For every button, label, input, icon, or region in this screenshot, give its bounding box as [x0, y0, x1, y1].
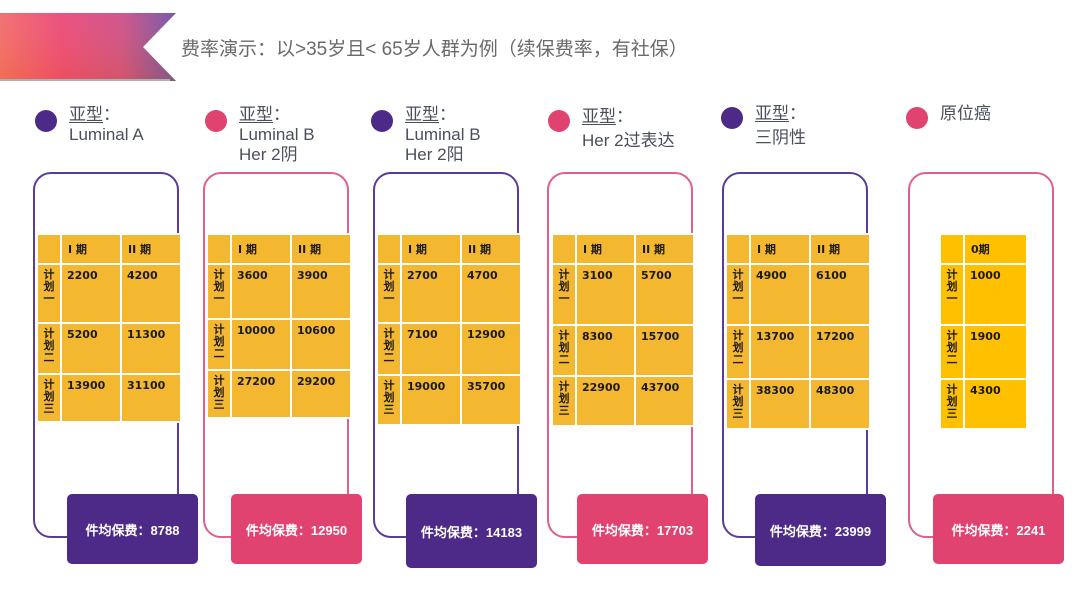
decorative-ribbon — [0, 13, 176, 81]
legend-line: Luminal A — [69, 125, 144, 144]
legend-her2-overexpression: 亚型： Her 2过表达 — [548, 105, 675, 153]
average-premium-luminal-a: 件均保费：8788 — [67, 494, 198, 564]
legend-line: Her 2阳 — [405, 145, 464, 164]
legend-luminal-b-her2-neg: 亚型： Luminal B Her 2阴 — [205, 105, 315, 165]
legend-heading: 原位癌 — [940, 104, 991, 123]
purple-dot-icon — [721, 107, 743, 129]
legend-heading: 亚型 — [405, 105, 439, 124]
legend-luminal-b-her2-pos: 亚型： Luminal B Her 2阳 — [371, 105, 481, 165]
average-premium-luminal-b-her2-pos: 件均保费：14183 — [406, 494, 537, 568]
legend-heading: 亚型 — [69, 105, 103, 124]
legend-line: Her 2阴 — [239, 145, 298, 164]
legend-heading: 亚型 — [582, 107, 616, 126]
pink-dot-icon — [906, 107, 928, 129]
legend-line: Her 2过表达 — [582, 131, 675, 150]
legend-triple-negative: 亚型： 三阴性 — [721, 102, 806, 150]
legend-line: Luminal B — [239, 125, 315, 144]
table-header-row: 0期 — [941, 235, 1026, 263]
average-premium-triple-negative: 件均保费：23999 — [755, 494, 886, 566]
legend-heading: 亚型 — [755, 104, 789, 123]
average-premium-luminal-b-her2-neg: 件均保费：12950 — [231, 494, 362, 564]
average-premium-her2-overexpression: 件均保费：17703 — [577, 494, 708, 564]
purple-dot-icon — [371, 110, 393, 132]
legend-line: 三阴性 — [755, 128, 806, 147]
legend-carcinoma-in-situ: 原位癌 — [906, 102, 991, 129]
purple-dot-icon — [35, 110, 57, 132]
page-title: 费率演示：以>35岁且< 65岁人群为例（续保费率，有社保） — [181, 39, 688, 60]
legend-line: Luminal B — [405, 125, 481, 144]
average-premium-carcinoma-in-situ: 件均保费：2241 — [933, 494, 1064, 564]
legend-heading: 亚型 — [239, 105, 273, 124]
pink-dot-icon — [205, 110, 227, 132]
pink-dot-icon — [548, 110, 570, 132]
legend-luminal-a: 亚型： Luminal A — [35, 105, 144, 145]
